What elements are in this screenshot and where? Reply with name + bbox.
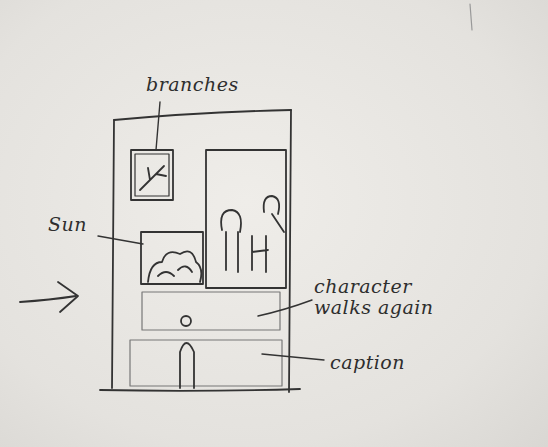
callout-label: branches	[146, 74, 256, 95]
callout-label: caption	[330, 352, 440, 373]
page-outline	[112, 120, 114, 388]
comic-panel	[142, 292, 280, 330]
page-outline	[114, 110, 291, 120]
sun-drawing	[148, 251, 201, 282]
comic-panel	[135, 154, 169, 196]
leader-line	[98, 236, 143, 244]
callout-label: character walks again	[314, 276, 454, 318]
leader-line	[258, 300, 312, 316]
pointer-arrow-shaft	[20, 296, 76, 302]
page-outline	[289, 110, 291, 392]
page-outline	[100, 389, 300, 391]
branch-drawing	[140, 166, 166, 190]
leader-line	[262, 354, 324, 360]
comic-panel	[206, 150, 286, 288]
leader-line	[156, 102, 160, 150]
callout-label: Sun	[48, 214, 108, 235]
character-head	[181, 316, 191, 326]
figure-sketch	[221, 210, 268, 272]
comic-panel	[141, 232, 203, 284]
pointer-arrow-head	[58, 282, 78, 312]
comic-panel	[131, 150, 173, 200]
figure-sketch	[264, 196, 284, 232]
stray-mark	[470, 4, 472, 30]
comic-panel	[130, 340, 282, 386]
character-body	[180, 343, 194, 388]
